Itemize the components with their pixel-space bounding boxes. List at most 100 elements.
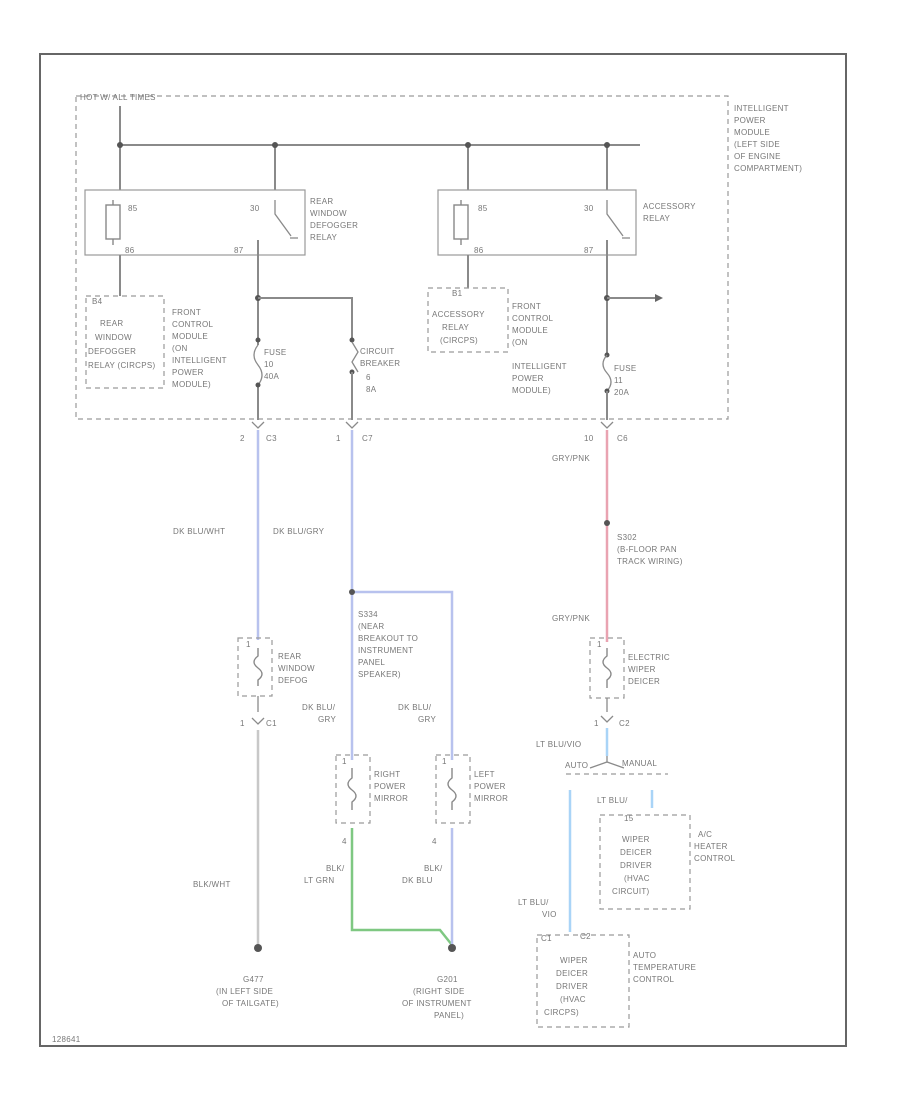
power-bus	[117, 106, 640, 190]
connector-c1: C1	[266, 719, 277, 728]
svg-text:20A: 20A	[614, 388, 629, 397]
svg-text:30: 30	[584, 204, 594, 213]
svg-text:ACCESSORY: ACCESSORY	[432, 310, 485, 319]
svg-text:CIRCUIT: CIRCUIT	[360, 347, 395, 356]
svg-text:TEMPERATURE: TEMPERATURE	[633, 963, 696, 972]
svg-text:C7: C7	[362, 434, 373, 443]
svg-text:ACCESSORY: ACCESSORY	[643, 202, 696, 211]
svg-text:2: 2	[240, 434, 245, 443]
svg-text:POWER: POWER	[512, 374, 544, 383]
svg-text:REAR: REAR	[100, 319, 123, 328]
front-control-module-2: B1 ACCESSORY RELAY (CIRCPS) FRONT CONTRO…	[427, 287, 567, 395]
svg-text:1: 1	[342, 757, 347, 766]
svg-text:15: 15	[624, 814, 634, 823]
label-lt-blu-vio-auto: LT BLU/ VIO	[518, 898, 556, 919]
svg-text:CONTROL: CONTROL	[172, 320, 213, 329]
svg-text:INTELLIGENT: INTELLIGENT	[512, 362, 567, 371]
svg-text:RELAY: RELAY	[442, 323, 470, 332]
svg-text:OF ENGINE: OF ENGINE	[734, 152, 781, 161]
svg-text:(B-FLOOR PAN: (B-FLOOR PAN	[617, 545, 677, 554]
svg-text:INTELLIGENT: INTELLIGENT	[734, 104, 789, 113]
svg-text:BLK/: BLK/	[326, 864, 345, 873]
svg-text:1: 1	[336, 434, 341, 443]
ipm-boundary	[75, 95, 729, 420]
ipm-name: INTELLIGENT POWER MODULE (LEFT SIDE OF E…	[734, 104, 802, 173]
svg-text:MIRROR: MIRROR	[474, 794, 508, 803]
svg-text:REAR: REAR	[310, 197, 333, 206]
svg-text:BLK/: BLK/	[424, 864, 443, 873]
svg-text:10: 10	[264, 360, 274, 369]
svg-text:DEFOGGER: DEFOGGER	[310, 221, 358, 230]
svg-text:COMPARTMENT): COMPARTMENT)	[734, 164, 802, 173]
svg-text:GRY: GRY	[318, 715, 336, 724]
svg-text:(LEFT SIDE: (LEFT SIDE	[734, 140, 780, 149]
svg-text:AUTO: AUTO	[633, 951, 656, 960]
label-dk-blu-gry: DK BLU/GRY	[273, 527, 325, 536]
svg-text:POWER: POWER	[474, 782, 506, 791]
svg-text:WIPER: WIPER	[628, 665, 656, 674]
svg-text:C2: C2	[580, 932, 591, 941]
svg-text:RELAY: RELAY	[310, 233, 338, 242]
label-blk-wht: BLK/WHT	[193, 880, 231, 889]
svg-text:(NEAR: (NEAR	[358, 622, 384, 631]
svg-text:(RIGHT SIDE: (RIGHT SIDE	[413, 987, 465, 996]
diagram-frame	[39, 53, 847, 1047]
label-dk-blu-right: DK BLU/ GRY	[302, 703, 336, 724]
auto-manual-selector: AUTO MANUAL	[565, 756, 668, 775]
svg-text:S334: S334	[358, 610, 378, 619]
svg-text:DEICER: DEICER	[620, 848, 652, 857]
svg-text:WINDOW: WINDOW	[310, 209, 347, 218]
label-gry-pnk-bot: GRY/PNK	[552, 614, 590, 623]
svg-text:G201: G201	[437, 975, 458, 984]
splice-s334-dot	[349, 589, 355, 595]
svg-text:GRY: GRY	[418, 715, 436, 724]
rear-defogger-relay: 85 30 86 87 REAR WINDOW DEFOGGER RELAY	[84, 189, 358, 256]
right-power-mirror: 1 RIGHT POWER MIRROR 4	[335, 754, 408, 846]
svg-text:BREAKER: BREAKER	[360, 359, 400, 368]
label-lt-blu-manual: LT BLU/	[597, 796, 628, 805]
svg-text:85: 85	[478, 204, 488, 213]
label-dk-blu-wht: DK BLU/WHT	[173, 527, 225, 536]
connector-c2: C2	[619, 719, 630, 728]
label-blk-dk-blu: BLK/ DK BLU	[402, 864, 443, 885]
svg-text:PANEL: PANEL	[358, 658, 385, 667]
svg-text:TRACK WIRING): TRACK WIRING)	[617, 557, 683, 566]
svg-text:HEATER: HEATER	[694, 842, 728, 851]
svg-text:WIPER: WIPER	[622, 835, 650, 844]
svg-text:LEFT: LEFT	[474, 770, 495, 779]
svg-text:POWER: POWER	[734, 116, 766, 125]
svg-text:DEFOGGER: DEFOGGER	[88, 347, 136, 356]
splice-s334: S334 (NEAR BREAKOUT TO INSTRUMENT PANEL …	[358, 610, 418, 679]
splice-s302-dot	[604, 520, 610, 526]
svg-text:1: 1	[246, 640, 251, 649]
svg-text:(ON: (ON	[512, 338, 528, 347]
connector-c7: 1 C7	[336, 421, 373, 443]
wire-blk-lt-grn	[350, 828, 453, 946]
svg-text:40A: 40A	[264, 372, 279, 381]
svg-text:CONTROL: CONTROL	[694, 854, 735, 863]
supply-label: HOT W/ ALL TIMES	[80, 93, 156, 102]
svg-text:FUSE: FUSE	[264, 348, 287, 357]
svg-text:LT GRN: LT GRN	[304, 876, 334, 885]
svg-text:DK BLU/: DK BLU/	[302, 703, 336, 712]
svg-text:86: 86	[474, 246, 484, 255]
svg-text:87: 87	[234, 246, 244, 255]
svg-text:85: 85	[128, 204, 138, 213]
svg-text:C3: C3	[266, 434, 277, 443]
svg-text:INSTRUMENT: INSTRUMENT	[358, 646, 413, 655]
svg-text:WIPER: WIPER	[560, 956, 588, 965]
svg-text:RELAY: RELAY	[643, 214, 671, 223]
svg-text:MODULE: MODULE	[512, 326, 548, 335]
relay2-output-wiring	[602, 240, 663, 420]
label-gry-pnk-top: GRY/PNK	[552, 454, 590, 463]
relay1-output-wiring	[253, 240, 359, 420]
svg-text:1: 1	[442, 757, 447, 766]
svg-text:MIRROR: MIRROR	[374, 794, 408, 803]
splice-s302: S302 (B-FLOOR PAN TRACK WIRING)	[617, 533, 683, 566]
svg-text:11: 11	[614, 376, 623, 385]
label-blk-lt-grn: BLK/ LT GRN	[304, 864, 345, 885]
fuse-10: FUSE 10 40A	[264, 348, 287, 381]
svg-text:(IN LEFT SIDE: (IN LEFT SIDE	[216, 987, 273, 996]
figure-id: 128641	[52, 1035, 81, 1044]
rear-window-defog: 1 REAR WINDOW DEFOG 1 C1	[237, 637, 315, 728]
